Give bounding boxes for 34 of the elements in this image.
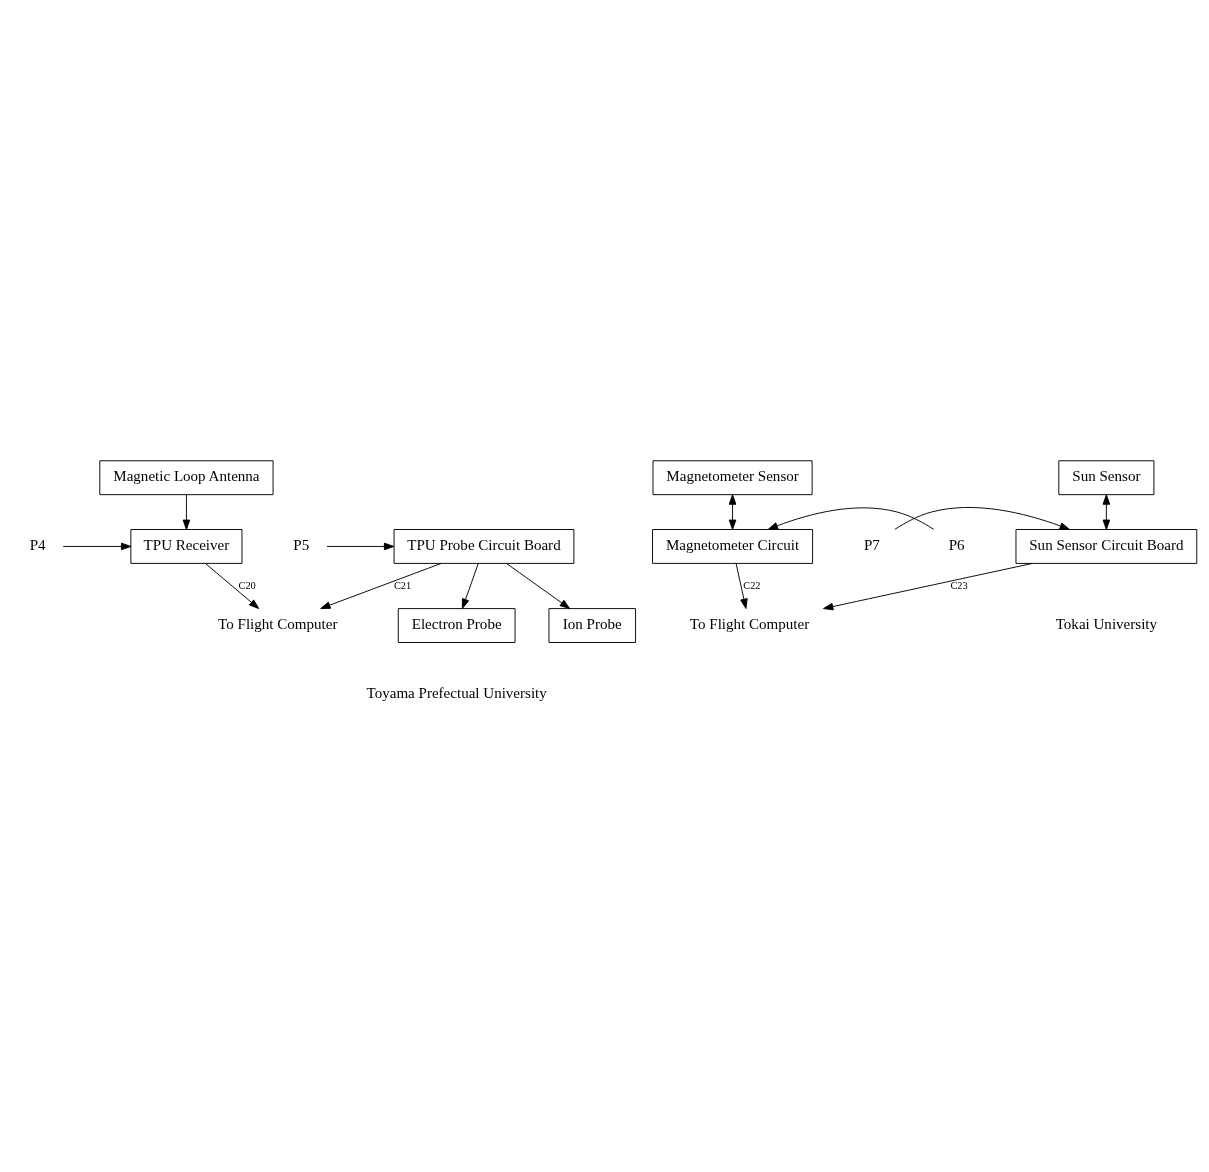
edge-label: C20 [238, 579, 256, 591]
arrow [326, 542, 395, 551]
node-box: Magnetometer Circuit [652, 529, 814, 564]
node-text: To Flight Computer [689, 616, 810, 633]
node-box: TPU Receiver [130, 529, 243, 564]
node-box: Sun Sensor [1058, 460, 1155, 496]
node-text: P7 [863, 537, 880, 554]
node-box: TPU Probe Circuit Board [393, 529, 575, 564]
arrow [62, 542, 132, 551]
node-text: P4 [29, 537, 46, 554]
arrow [1102, 494, 1111, 530]
node-box: Magnetic Loop Antenna [99, 460, 274, 496]
arrow [461, 563, 479, 609]
arrow [182, 494, 191, 530]
node-box: Magnetometer Sensor [652, 460, 813, 496]
node-text: To Flight Computer [218, 616, 338, 633]
label: Tokai University [1055, 616, 1158, 633]
arrow [823, 563, 1033, 611]
node-text: P6 [948, 537, 965, 554]
arrow [205, 563, 260, 609]
arrow [320, 563, 442, 609]
edge-label: C22 [743, 579, 761, 591]
arrow [735, 563, 748, 609]
arrow [506, 563, 571, 609]
node-box: Ion Probe [548, 608, 637, 643]
arrow [894, 507, 1070, 530]
node-box: Sun Sensor Circuit Board [1015, 529, 1198, 564]
node-box: Electron Probe [397, 608, 516, 643]
arrow [728, 494, 737, 530]
node-text: P5 [293, 537, 310, 554]
edge-label: C23 [950, 579, 968, 591]
edge-label: C21 [393, 579, 412, 591]
arrow [767, 507, 935, 530]
label: Toyama Prefectual University [366, 684, 547, 701]
